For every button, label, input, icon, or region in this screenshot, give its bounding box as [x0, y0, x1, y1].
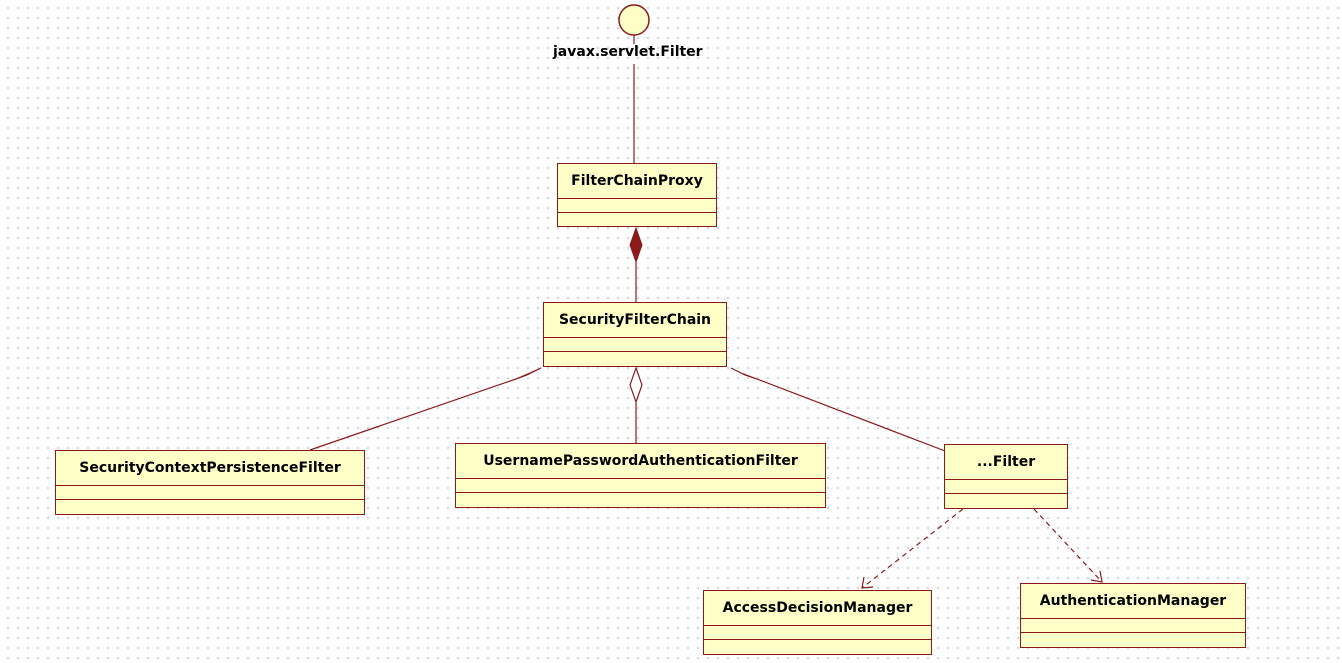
aggregation-line-left	[309, 378, 517, 451]
aggregation-line-right	[756, 378, 946, 452]
class-attributes	[544, 338, 726, 352]
aggregation-diamond-left	[515, 367, 542, 380]
class-operations	[1021, 633, 1245, 645]
class-operations	[56, 500, 364, 512]
class-security-filter-chain[interactable]: SecurityFilterChain	[543, 302, 727, 367]
class-name: UsernamePasswordAuthenticationFilter	[456, 444, 825, 479]
class-operations	[456, 493, 825, 505]
class-name: AccessDecisionManager	[704, 591, 931, 626]
class-operations	[544, 352, 726, 364]
class-attributes	[56, 486, 364, 500]
class-operations	[558, 213, 716, 225]
class-name: ...Filter	[945, 445, 1067, 480]
class-filter-chain-proxy[interactable]: FilterChainProxy	[557, 163, 717, 227]
class-attributes	[558, 199, 716, 213]
class-other-filter[interactable]: ...Filter	[944, 444, 1068, 509]
dependency-line-left	[861, 508, 964, 589]
class-name: SecurityContextPersistenceFilter	[56, 451, 364, 486]
class-operations	[704, 640, 931, 652]
class-name: FilterChainProxy	[558, 164, 716, 199]
class-security-context-persistence-filter[interactable]: SecurityContextPersistenceFilter	[55, 450, 365, 515]
class-access-decision-manager[interactable]: AccessDecisionManager	[703, 590, 932, 655]
class-attributes	[704, 626, 931, 640]
aggregation-diamond-right	[730, 367, 758, 380]
class-attributes	[1021, 619, 1245, 633]
composition-diamond	[629, 226, 643, 264]
class-authentication-manager[interactable]: AuthenticationManager	[1020, 583, 1246, 648]
class-name: AuthenticationManager	[1021, 584, 1245, 619]
class-attributes	[456, 479, 825, 493]
class-name: SecurityFilterChain	[544, 303, 726, 338]
dependency-arrow-right	[1090, 570, 1103, 583]
aggregation-diamond-center	[629, 366, 643, 404]
class-operations	[945, 494, 1067, 506]
interface-circle	[618, 4, 650, 36]
dependency-arrow-left	[861, 576, 874, 589]
class-username-password-authentication-filter[interactable]: UsernamePasswordAuthenticationFilter	[455, 443, 826, 508]
dependency-line-right	[1033, 508, 1103, 583]
interface-label: javax.servlet.Filter	[553, 44, 703, 60]
class-attributes	[945, 480, 1067, 494]
